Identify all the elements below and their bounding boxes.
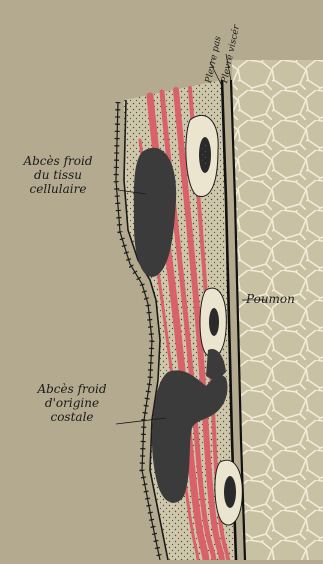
rib-2 [200, 288, 226, 357]
label-line: Abcès froid [6, 154, 110, 168]
label-line: d'origine [22, 396, 122, 410]
label-poumon: Poumon [246, 292, 295, 306]
label-abces-tissu: Abcès froid du tissu cellulaire [6, 154, 110, 196]
label-abces-costal: Abcès froid d'origine costale [22, 382, 122, 424]
label-line: Abcès froid [22, 382, 122, 396]
rib-3 [215, 460, 242, 525]
label-line: costale [22, 410, 122, 424]
rib-1 [186, 115, 218, 196]
label-line: cellulaire [6, 182, 110, 196]
label-line: du tissu [6, 168, 110, 182]
